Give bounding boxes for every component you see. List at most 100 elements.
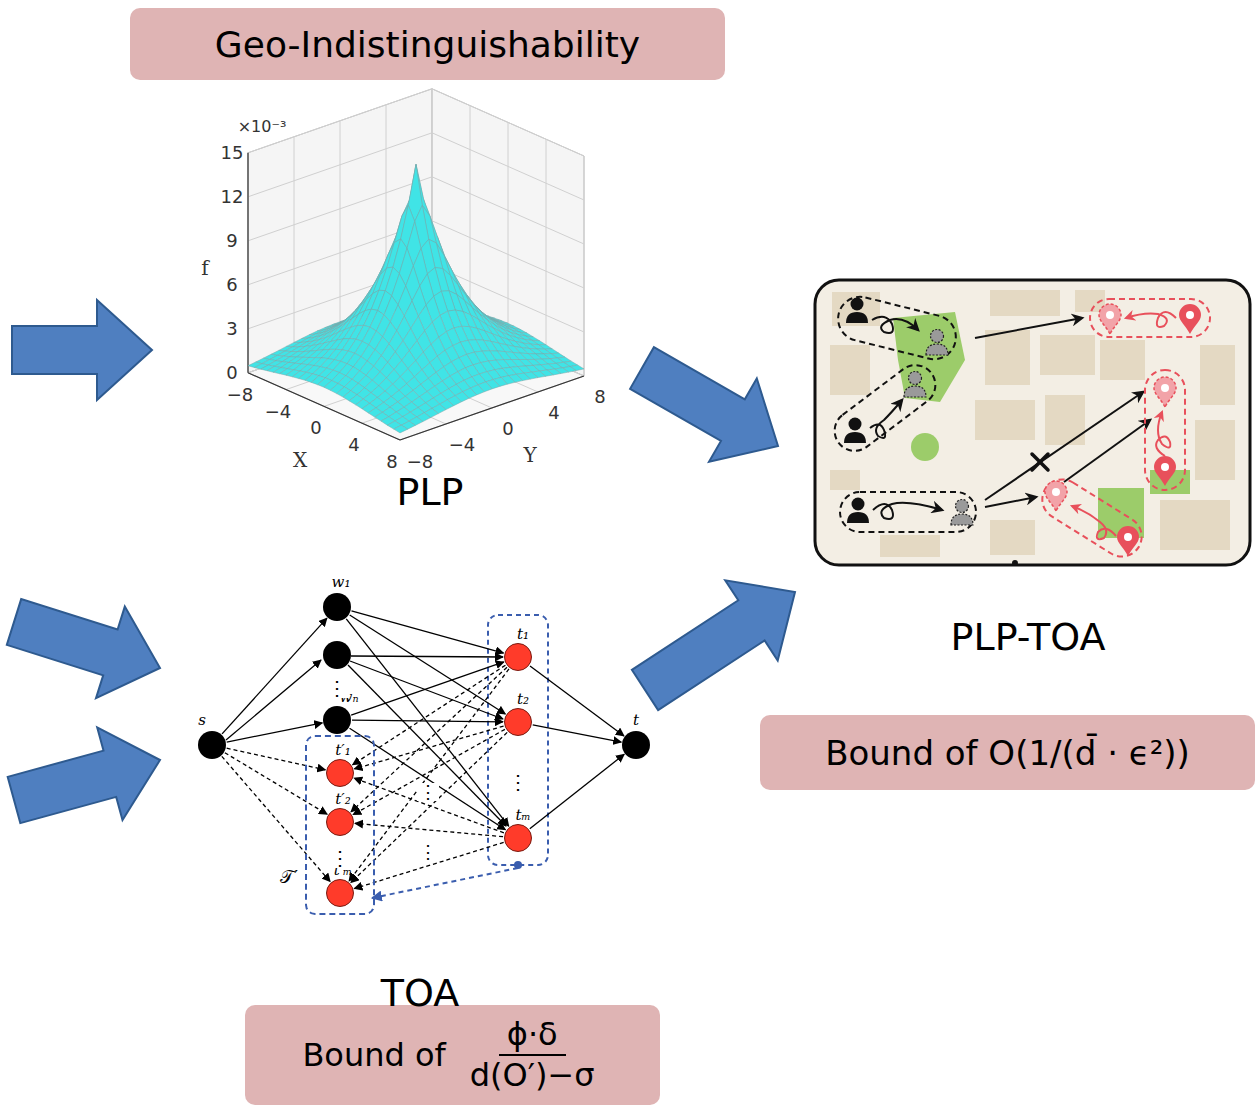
illustration-shape — [815, 280, 1250, 565]
bound-box: Bound of ϕ·δd(O′)−σ — [245, 1005, 660, 1105]
title-box: Geo-Indistinguishability — [130, 8, 725, 80]
illustration-shape — [351, 656, 503, 657]
axis-label: 6 — [226, 276, 237, 294]
flow-edge — [350, 728, 506, 830]
grid-line — [508, 122, 509, 342]
illustration-shape — [844, 418, 866, 444]
axis-label: 8 — [594, 388, 605, 406]
grid-line — [470, 106, 471, 326]
illustration-shape — [1035, 472, 1149, 564]
illustration-shape — [990, 290, 1060, 316]
grid-line — [248, 309, 432, 373]
graph-node: t₂ — [504, 708, 532, 736]
flow-edge — [227, 748, 326, 770]
illustration-shape — [985, 497, 1036, 507]
illustration-shape — [830, 345, 870, 395]
illustration-shape — [1154, 456, 1176, 486]
illustration-shape — [1090, 299, 1210, 337]
flow-edge — [530, 754, 624, 828]
grid-line — [400, 376, 584, 440]
illustration-shape — [1045, 481, 1067, 511]
ellipsis-mark: ⋮ — [325, 678, 349, 698]
axis-line — [248, 373, 400, 440]
illustration-shape — [1099, 304, 1121, 334]
illustration-shape — [975, 318, 1082, 338]
surface-patch — [394, 425, 408, 433]
flow-edge — [354, 842, 503, 888]
illustration-shape — [226, 660, 321, 740]
flow-network — [226, 615, 548, 898]
illustration-shape — [846, 298, 868, 324]
illustration-shape — [1012, 560, 1018, 566]
ellipsis-mark: ⋮ — [328, 848, 352, 868]
group-box: 𝒯′t′₁t′₂t′ₘ — [305, 735, 375, 915]
node-text: Bound of O(1/(d̄ · ϵ²)) — [825, 733, 1190, 773]
illustration-shape — [840, 492, 976, 532]
illustration-shape — [990, 520, 1035, 555]
node-text: t′₂ — [335, 792, 350, 807]
figure-caption: TOA — [381, 974, 459, 1012]
axis-label: Y — [523, 445, 536, 465]
grid-line — [432, 309, 584, 376]
flow-edge — [222, 756, 330, 881]
plot-wall — [432, 89, 584, 376]
map-illustration — [815, 280, 1250, 566]
flow-edge — [351, 611, 503, 653]
illustration-shape — [830, 470, 860, 490]
illustration-shape — [1156, 412, 1170, 456]
flow-edge — [352, 720, 503, 722]
flow-edge — [353, 729, 505, 814]
node-text: ϕ·δ — [499, 1017, 566, 1056]
illustration-shape — [833, 292, 960, 364]
axis-line — [247, 153, 248, 373]
illustration-shape — [1195, 420, 1235, 480]
node-text: t — [633, 713, 639, 728]
grid-line — [286, 326, 470, 390]
axis-label: −8 — [407, 453, 434, 471]
illustration-shape — [1064, 420, 1150, 482]
axis-label: 0 — [310, 419, 321, 437]
flow-arrows — [7, 300, 795, 823]
graph-node: tₘ — [504, 824, 532, 852]
node-text: t₁ — [517, 627, 529, 642]
ellipsis-mark: ⋮ — [506, 772, 530, 792]
flow-edge — [225, 753, 327, 815]
graph-node: w₁ — [323, 593, 351, 621]
illustration-shape — [1072, 312, 1176, 539]
graph-node: wₙ — [323, 706, 351, 734]
flow-edge — [533, 725, 622, 742]
grid-line — [546, 139, 547, 359]
illustration-shape — [488, 615, 548, 865]
axis-label: −4 — [449, 436, 476, 454]
illustration-shape — [1045, 395, 1085, 445]
node-text: Bound of — [302, 1036, 445, 1074]
illustration-shape — [847, 498, 869, 524]
grid-line — [432, 133, 584, 200]
block-arrow — [7, 599, 160, 698]
block-arrow — [630, 347, 778, 462]
axis-label: −4 — [265, 403, 292, 421]
flow-edge — [354, 726, 503, 769]
grid-line — [248, 133, 432, 197]
illustration-shape — [893, 312, 965, 402]
flow-edge — [351, 662, 504, 715]
grid-line — [432, 177, 584, 244]
plot-floor — [248, 309, 584, 440]
illustration-shape — [1117, 526, 1139, 556]
illustration-shape — [1072, 506, 1116, 539]
fraction: ϕ·δd(O′)−σ — [462, 1017, 603, 1093]
axis-label: 0 — [226, 364, 237, 382]
figure-caption: PLP-TOA — [951, 618, 1106, 656]
illustration-shape — [1040, 335, 1095, 375]
flow-edge — [222, 618, 327, 734]
illustration-shape — [926, 330, 948, 356]
illustration-shape — [1200, 345, 1235, 405]
illustration-shape — [815, 280, 1250, 565]
axis-label: 4 — [348, 436, 359, 454]
grid-line — [432, 309, 584, 376]
illustration-shape — [975, 400, 1035, 440]
grid-line — [432, 89, 584, 156]
illustration-shape — [827, 357, 944, 459]
